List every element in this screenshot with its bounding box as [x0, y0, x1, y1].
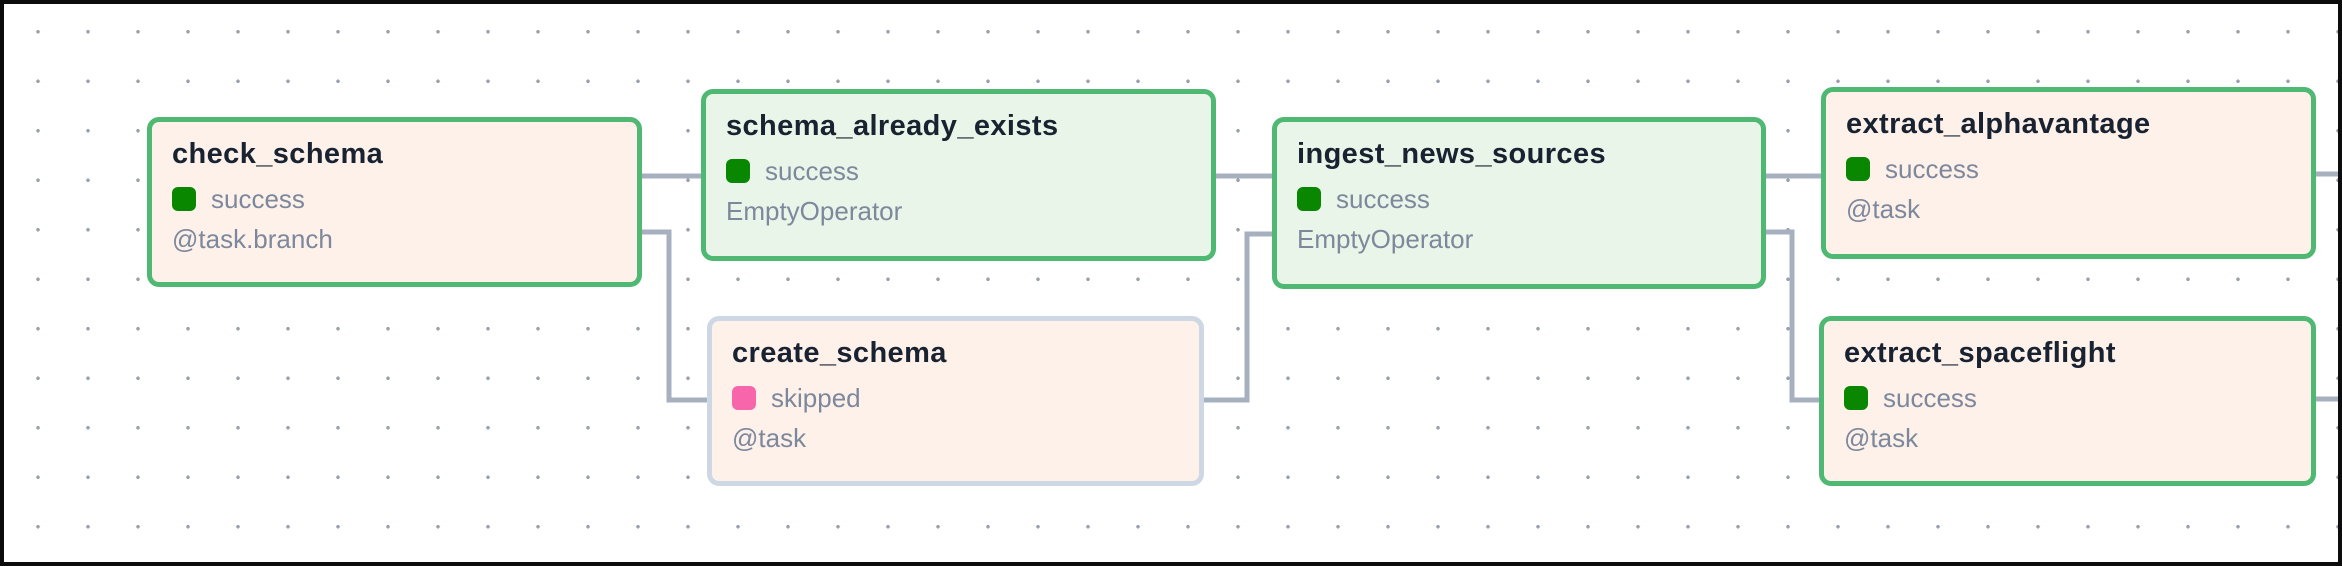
task-title: ingest_news_sources [1297, 138, 1607, 170]
task-operator-label: @task [1844, 422, 1919, 453]
task-state-label: skipped [771, 382, 861, 413]
task-title: create_schema [732, 337, 947, 369]
task-state-label: success [1885, 153, 1979, 184]
task-operator-label: @task.branch [172, 223, 333, 254]
task-operator-row: EmptyOperator [726, 191, 1201, 231]
task-state-label: success [1336, 183, 1430, 214]
task-operator-label: EmptyOperator [726, 195, 903, 226]
status-square-icon [732, 386, 756, 410]
status-square-icon [1846, 157, 1870, 181]
task-state-row: skipped [732, 378, 1189, 418]
task-operator-row: @task [732, 418, 1189, 458]
edge-check_schema-to-create_schema [642, 229, 707, 403]
task-state-label: success [765, 155, 859, 186]
edge-ingest_news_sources-to-extract_spaceflight [1766, 229, 1819, 403]
task-state-label: success [211, 183, 305, 214]
task-title: check_schema [172, 138, 384, 170]
status-square-icon [172, 187, 196, 211]
task-title: extract_spaceflight [1844, 337, 2116, 369]
task-state-row: success [1844, 378, 2301, 418]
task-state-label: success [1883, 382, 1977, 413]
task-state-row: success [172, 179, 627, 219]
task-state-row: success [726, 151, 1201, 191]
task-operator-label: @task [1846, 193, 1921, 224]
task-operator-row: @task.branch [172, 219, 627, 259]
task-operator-label: @task [732, 422, 807, 453]
status-square-icon [1844, 386, 1868, 410]
task-title: extract_alphavantage [1846, 108, 2151, 140]
task-state-row: success [1846, 149, 2301, 189]
edge-create_schema-to-ingest_news_sources [1204, 231, 1272, 403]
task-operator-row: @task [1846, 189, 2301, 229]
status-square-icon [726, 159, 750, 183]
edge-layer [642, 171, 2338, 403]
task-operator-label: EmptyOperator [1297, 223, 1474, 254]
task-title: schema_already_exists [726, 110, 1059, 142]
task-state-row: success [1297, 179, 1751, 219]
task-operator-row: @task [1844, 418, 2301, 458]
status-square-icon [1297, 187, 1321, 211]
task-operator-row: EmptyOperator [1297, 219, 1751, 259]
